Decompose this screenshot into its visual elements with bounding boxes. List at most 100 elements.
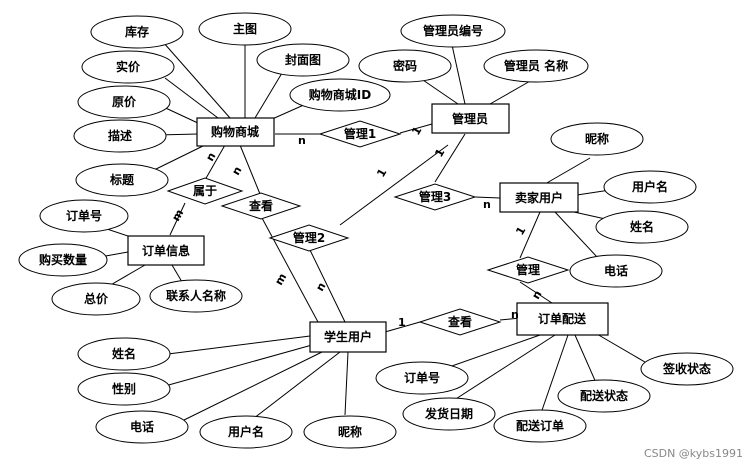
attr-title: 标题	[75, 163, 169, 197]
rel-manage: 管理	[486, 256, 570, 284]
svg-text:购买数量: 购买数量	[39, 252, 87, 267]
svg-text:签收状态: 签收状态	[662, 361, 711, 376]
entity-delivery: 订单配送	[516, 302, 609, 336]
svg-text:实价: 实价	[116, 59, 141, 74]
relationships: 管理1 管理3 属于 查看 管理2 管理 查看	[166, 120, 570, 336]
attr-delivery-status: 配送状态	[557, 379, 651, 413]
svg-text:性别: 性别	[111, 381, 136, 396]
entity-admin: 管理员	[431, 103, 510, 134]
svg-text:属于: 属于	[193, 184, 217, 198]
svg-text:用户名: 用户名	[631, 179, 668, 194]
svg-text:管理员 名称: 管理员 名称	[504, 58, 568, 73]
attr-student-username: 用户名	[199, 415, 293, 449]
card-mall-view: n	[229, 164, 244, 177]
attr-student-nickname: 昵称	[303, 415, 397, 449]
entity-seller: 卖家用户	[499, 182, 579, 213]
attr-delivery-order: 配送订单	[493, 409, 587, 443]
svg-text:封面图: 封面图	[285, 52, 321, 67]
attr-order-info-contact: 联系人名称	[149, 279, 243, 313]
svg-text:订单号: 订单号	[66, 208, 102, 223]
svg-text:管理员: 管理员	[452, 111, 488, 126]
svg-text:用户名: 用户名	[227, 424, 264, 439]
attr-order-info-total: 总价	[51, 282, 141, 316]
attr-student-phone: 电话	[95, 410, 189, 444]
card-admin-manage2: 1	[432, 146, 447, 159]
svg-text:购物商城ID: 购物商城ID	[309, 87, 371, 102]
entities: 购物商城 管理员 卖家用户 订单信息 学生用户 订单配送	[127, 103, 609, 353]
card-delivery-manage: n	[529, 288, 544, 301]
card-delivery-view: n	[511, 308, 519, 321]
rel-view-mall: 查看	[220, 192, 302, 220]
card-mall-belong: n	[203, 150, 218, 163]
attr-delivery-ship-date: 发货日期	[402, 397, 496, 431]
entity-student: 学生用户	[309, 321, 387, 353]
attr-delivery-sign-status: 签收状态	[640, 352, 734, 386]
card-student-manage2: n	[313, 280, 328, 293]
svg-text:订单号: 订单号	[404, 370, 440, 385]
attr-seller-nickname: 昵称	[550, 122, 644, 156]
svg-text:学生用户: 学生用户	[324, 329, 372, 344]
card-student-view: m	[272, 271, 289, 287]
attr-admin-no: 管理员编号	[400, 14, 506, 48]
svg-text:昵称: 昵称	[338, 424, 362, 439]
entity-order-info: 订单信息	[127, 235, 205, 266]
svg-text:标题: 标题	[109, 172, 135, 187]
attr-stock: 库存	[90, 15, 184, 49]
svg-text:电话: 电话	[130, 419, 154, 434]
svg-text:卖家用户: 卖家用户	[515, 190, 563, 205]
rel-manage2: 管理2	[268, 224, 350, 252]
rel-view-delivery: 查看	[418, 308, 502, 336]
attr-student-name: 姓名	[77, 337, 171, 371]
svg-text:订单配送: 订单配送	[538, 311, 587, 326]
attr-seller-username: 用户名	[603, 170, 697, 204]
rel-manage1: 管理1	[318, 120, 402, 148]
svg-text:查看: 查看	[447, 314, 472, 329]
attr-main-image: 主图	[198, 12, 292, 46]
attr-order-info-no: 订单号	[39, 199, 129, 233]
attr-password: 密码	[358, 49, 452, 83]
card-seller-manage3: n	[483, 198, 491, 211]
attr-mall-id: 购物商城ID	[289, 78, 391, 112]
svg-text:描述: 描述	[108, 128, 132, 143]
attr-description: 描述	[73, 119, 167, 153]
svg-text:库存: 库存	[125, 24, 149, 39]
svg-text:查看: 查看	[248, 198, 273, 213]
attr-student-gender: 性别	[77, 372, 171, 406]
card-mall-manage1: n	[298, 134, 306, 147]
attributes: 库存 主图 封面图 实价 购物商城ID 原价 描述 标题	[18, 12, 734, 449]
svg-text:配送订单: 配送订单	[516, 418, 564, 433]
attr-delivery-order-no: 订单号	[375, 361, 469, 395]
rel-belong: 属于	[166, 177, 244, 205]
svg-text:电话: 电话	[604, 263, 628, 278]
svg-text:总价: 总价	[84, 291, 109, 306]
attr-cover-image: 封面图	[256, 43, 350, 77]
card-orderinfo-belong: m	[169, 207, 186, 223]
attr-seller-name: 姓名	[595, 210, 689, 244]
svg-text:管理3: 管理3	[419, 189, 451, 204]
attr-real-price: 实价	[81, 50, 175, 84]
svg-text:管理员编号: 管理员编号	[423, 23, 483, 38]
svg-text:管理: 管理	[516, 262, 540, 277]
svg-text:密码: 密码	[393, 58, 417, 73]
svg-text:昵称: 昵称	[585, 131, 609, 146]
card-student-view2: 1	[398, 316, 406, 329]
svg-text:配送状态: 配送状态	[580, 388, 628, 403]
svg-text:联系人名称: 联系人名称	[166, 288, 226, 303]
attr-seller-phone: 电话	[569, 254, 663, 288]
svg-text:订单信息: 订单信息	[142, 243, 190, 258]
svg-text:发货日期: 发货日期	[424, 406, 473, 421]
card-admin-manage3: 1	[374, 166, 389, 179]
attr-original-price: 原价	[77, 85, 171, 119]
svg-text:购物商城: 购物商城	[211, 124, 259, 139]
attr-order-info-qty: 购买数量	[18, 243, 108, 277]
svg-text:姓名: 姓名	[112, 346, 136, 361]
svg-text:姓名: 姓名	[630, 219, 654, 234]
card-seller-manage: 1	[513, 224, 528, 237]
svg-text:主图: 主图	[233, 21, 257, 36]
svg-text:管理1: 管理1	[344, 126, 376, 141]
watermark: CSDN @kybs1991	[644, 447, 743, 460]
svg-text:管理2: 管理2	[293, 230, 325, 245]
svg-text:原价: 原价	[112, 95, 137, 109]
entity-mall: 购物商城	[196, 117, 275, 147]
